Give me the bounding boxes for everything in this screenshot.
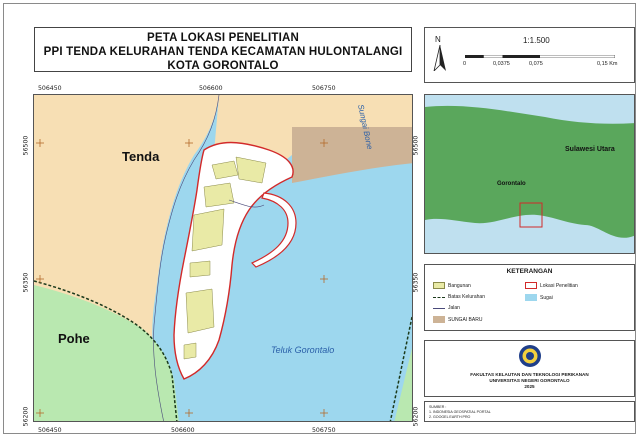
- pohe-area: [34, 285, 179, 421]
- coord-top-1: 506450: [38, 85, 62, 92]
- label-teluk: Teluk Gorontalo: [271, 345, 334, 355]
- swatch-road: [433, 307, 445, 309]
- title-line-3: KOTA GORONTALO: [167, 60, 279, 72]
- coord-right-3: 56200: [412, 406, 420, 427]
- main-map: Tenda Pohe Teluk Gorontalo Sungai Bone: [33, 94, 413, 422]
- river-area: [292, 127, 412, 183]
- inset-location-box: [519, 202, 543, 228]
- scale-ratio: 1:1.500: [523, 36, 550, 45]
- legend-label-bangunan: Bangunan: [448, 282, 471, 289]
- inset-city-label: Gorontalo: [497, 181, 526, 187]
- coord-top-2: 506600: [199, 85, 223, 92]
- label-tenda: Tenda: [122, 149, 160, 164]
- legend-label-batas: Batas Kelurahan: [448, 294, 485, 300]
- breakwater[interactable]: [250, 192, 297, 268]
- scale-bar: [465, 55, 615, 58]
- coord-right-1: 56500: [412, 135, 420, 156]
- pohe-area-right: [394, 348, 412, 421]
- road-2: [228, 199, 265, 208]
- coord-top-3: 506750: [312, 85, 336, 92]
- north-arrow-icon: [433, 45, 446, 71]
- legend-item-jalan: Jalan: [433, 305, 460, 311]
- buildings: [183, 156, 267, 360]
- source-title: SUMBER :: [429, 405, 447, 409]
- label-pohe: Pohe: [58, 331, 90, 346]
- inset-region-label: Sulawesi Utara: [565, 146, 615, 153]
- source-panel: SUMBER : 1. INDONESIA GEOSPATIAL PORTAL …: [424, 401, 635, 422]
- title-line-2: PPI TENDA KELURAHAN TENDA KECAMATAN HULO…: [43, 46, 403, 58]
- road-main: [153, 95, 220, 421]
- title-line-1: PETA LOKASI PENELITIAN: [147, 32, 299, 44]
- building-2: [235, 156, 267, 184]
- legend-panel: KETERANGAN Bangunan Lokasi Penelitian Ba…: [424, 264, 635, 331]
- scale-panel: N 1:1.500 0 0,0375 0,075 0,15 Km: [424, 27, 635, 83]
- building-7: [183, 342, 197, 360]
- legend-item-batas: Batas Kelurahan: [433, 294, 485, 300]
- coord-right-2: 56350: [412, 272, 420, 293]
- building-4: [191, 208, 225, 252]
- swatch-river: [433, 316, 445, 323]
- coord-bottom-3: 506750: [312, 427, 336, 434]
- university-logo-icon: [519, 345, 541, 367]
- faculty-line-3: 2025: [524, 384, 535, 389]
- coord-left-1: 56500: [22, 135, 30, 156]
- swatch-boundary: [433, 296, 445, 298]
- legend-label-lokasi: Lokasi Penelitian: [540, 282, 578, 289]
- source-line-1: 1. INDONESIA GEOSPATIAL PORTAL: [429, 410, 491, 414]
- inset-map-svg: Sulawesi Utara Gorontalo: [425, 95, 634, 253]
- building-6: [185, 288, 215, 334]
- scale-tick-0: 0: [463, 61, 467, 67]
- scale-tick-2: 0,075: [529, 61, 543, 67]
- north-label: N: [435, 35, 441, 44]
- faculty-panel: FAKULTAS KELAUTAN DAN TEKNOLOGI PERIKANA…: [424, 340, 635, 397]
- inset-land: [425, 105, 634, 238]
- roads: [153, 95, 265, 421]
- map-frame-border: [3, 3, 636, 434]
- faculty-line-1: FAKULTAS KELAUTAN DAN TEKNOLOGI PERIKANA…: [470, 372, 589, 377]
- coord-bottom-1: 506450: [38, 427, 62, 434]
- swatch-building: [433, 282, 445, 289]
- legend-label-jalan: Jalan: [448, 305, 460, 311]
- scale-tick-3: 0,15 Km: [597, 61, 618, 67]
- coord-bottom-2: 506600: [171, 427, 195, 434]
- building-3: [203, 182, 235, 208]
- swatch-research: [525, 282, 537, 289]
- map-title-box: PETA LOKASI PENELITIAN PPI TENDA KELURAH…: [34, 27, 412, 72]
- building-5: [189, 260, 211, 278]
- building-1: [211, 160, 239, 180]
- legend-label-sugai: Sugai: [540, 294, 553, 301]
- legend-item-sungai-baru: SUNGAI BARU: [433, 316, 482, 323]
- coord-left-3: 56200: [22, 406, 30, 427]
- coord-left-2: 56350: [22, 272, 30, 293]
- grid-crosses: [36, 139, 328, 417]
- legend-title: KETERANGAN: [506, 268, 553, 275]
- kelurahan-boundary-right: [389, 316, 412, 421]
- legend-item-lokasi: Lokasi Penelitian: [525, 282, 578, 289]
- source-line-2: 2. GOOGEL EARTH PRO: [429, 415, 471, 419]
- legend-label-sungai-baru: SUNGAI BARU: [448, 316, 483, 323]
- legend-item-sugai: Sugai: [525, 294, 553, 301]
- swatch-water: [525, 294, 537, 301]
- scale-tick-1: 0,0375: [493, 61, 510, 67]
- legend-item-bangunan: Bangunan: [433, 282, 471, 289]
- faculty-line-2: UNIVERSITAS NEGERI GORONTALO: [489, 378, 570, 383]
- inset-map: Sulawesi Utara Gorontalo: [424, 94, 635, 254]
- main-map-svg: Tenda Pohe Teluk Gorontalo Sungai Bone: [34, 95, 412, 421]
